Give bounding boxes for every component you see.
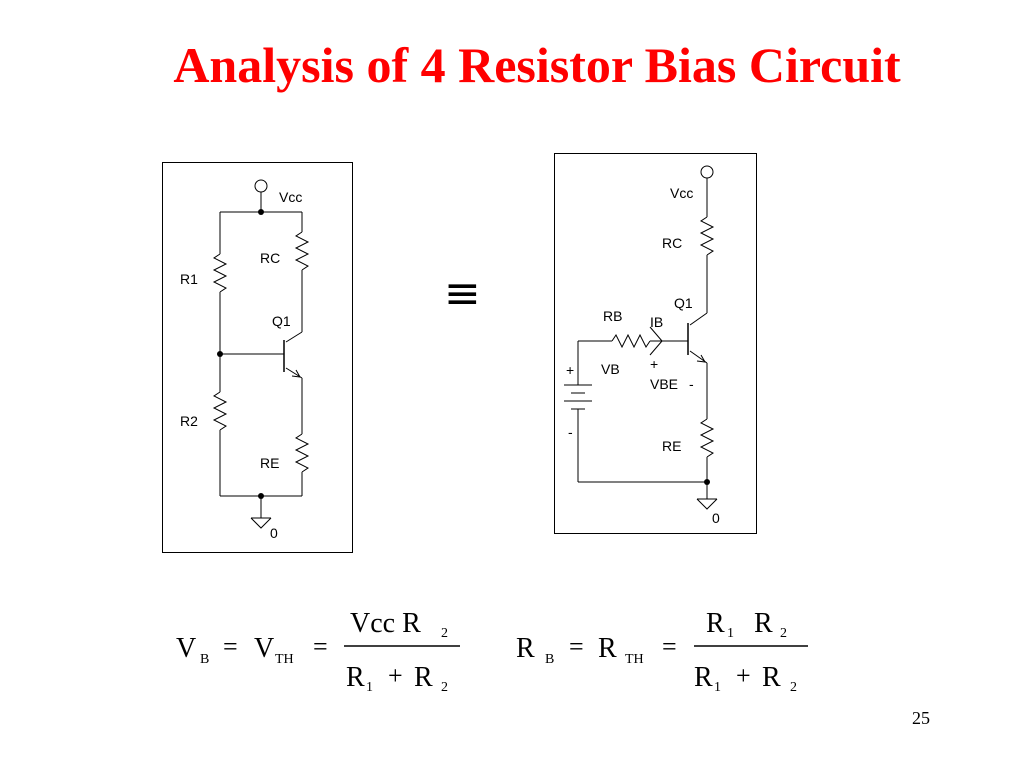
vb-eq-den-plus: + <box>388 661 403 690</box>
vb-eq-den-r2: R <box>414 662 433 693</box>
r2-resistor-icon <box>212 391 228 431</box>
rb-eq-rth: R <box>598 633 617 664</box>
vb-eq-den-sub2: 2 <box>441 680 448 695</box>
rb-equation: R B = R TH = R 1 R 2 R 1 + R 2 <box>516 608 808 695</box>
vb-eq-den-r1: R <box>346 662 365 693</box>
ground-node-dot <box>258 493 264 499</box>
re-resistor-icon <box>294 433 310 473</box>
left-ground-label: 0 <box>270 525 278 541</box>
right-rb-label: RB <box>603 308 622 324</box>
right-thevenin-circuit: Vcc RC Q1 RB IB + VB + VBE - - RE 0 <box>554 153 757 534</box>
left-circuit-frame <box>162 162 353 553</box>
right-re-label: RE <box>662 438 681 454</box>
right-battery-plus-label: + <box>566 362 574 378</box>
left-bias-circuit: Vcc R1 RC Q1 R2 RE 0 <box>162 162 353 553</box>
rb-resistor-icon <box>611 333 651 349</box>
vb-eq-lhs: V <box>176 633 196 664</box>
base-node-dot <box>217 351 223 357</box>
vb-eq-vth-sub: TH <box>275 652 294 667</box>
rb-eq-num-sub1: 1 <box>727 626 734 641</box>
right-vcc-label: Vcc <box>670 185 693 201</box>
rc-resistor-icon <box>294 231 310 271</box>
right-vb-label: VB <box>601 361 620 377</box>
rb-eq-den-sub1: 1 <box>714 680 721 695</box>
vcc-node-dot <box>258 209 264 215</box>
right-vbe-label: VBE <box>650 376 678 392</box>
right-vbe-plus-label: + <box>650 356 658 372</box>
re-resistor-icon <box>699 418 715 458</box>
vcc-terminal-icon <box>700 165 714 179</box>
rb-eq-lhs: R <box>516 633 535 664</box>
rc-resistor-icon <box>699 216 715 256</box>
ground-icon <box>250 517 272 529</box>
rb-eq-num-r2: R <box>754 608 773 639</box>
left-r2-label: R2 <box>180 413 198 429</box>
r1-resistor-icon <box>212 253 228 293</box>
left-r1-label: R1 <box>180 271 198 287</box>
vb-eq-den-sub1: 1 <box>366 680 373 695</box>
ground-node-dot <box>704 479 710 485</box>
rb-eq-lhs-sub: B <box>545 652 554 667</box>
vb-eq-vth: V <box>254 633 274 664</box>
page-number: 25 <box>912 708 930 728</box>
vb-eq-lhs-sub: B <box>200 652 209 667</box>
right-ground-label: 0 <box>712 510 720 526</box>
rb-eq-equals-1: = <box>569 632 584 661</box>
right-q1-label: Q1 <box>674 295 693 311</box>
rb-eq-rth-sub: TH <box>625 652 644 667</box>
slide-title: Analysis of 4 Resistor Bias Circuit <box>173 37 901 93</box>
ground-icon <box>696 498 718 510</box>
right-battery-minus-label: - <box>568 424 573 440</box>
right-ib-label: IB <box>650 314 663 330</box>
vb-eq-equals-2: = <box>313 632 328 661</box>
equivalence-symbol: ≡ <box>444 268 481 319</box>
rb-eq-equals-2: = <box>662 632 677 661</box>
right-vbe-minus-label: - <box>689 376 694 392</box>
rb-eq-den-r2: R <box>762 662 781 693</box>
vb-eq-numerator-sub: 2 <box>441 626 448 641</box>
rb-eq-den-r1: R <box>694 662 713 693</box>
left-q1-label: Q1 <box>272 313 291 329</box>
vb-eq-numerator: Vcc R <box>350 608 421 639</box>
right-circuit-frame <box>554 153 757 534</box>
vcc-terminal-icon <box>254 179 268 193</box>
left-re-label: RE <box>260 455 279 471</box>
right-rc-label: RC <box>662 235 682 251</box>
rb-eq-den-plus: + <box>736 661 751 690</box>
rb-eq-den-sub2: 2 <box>790 680 797 695</box>
left-vcc-label: Vcc <box>279 189 302 205</box>
rb-eq-num-sub2: 2 <box>780 626 787 641</box>
vb-equation: V B = V TH = Vcc R 2 R 1 + R 2 <box>176 608 460 695</box>
rb-eq-num-r1: R <box>706 608 725 639</box>
vb-eq-equals-1: = <box>223 632 238 661</box>
left-rc-label: RC <box>260 250 280 266</box>
